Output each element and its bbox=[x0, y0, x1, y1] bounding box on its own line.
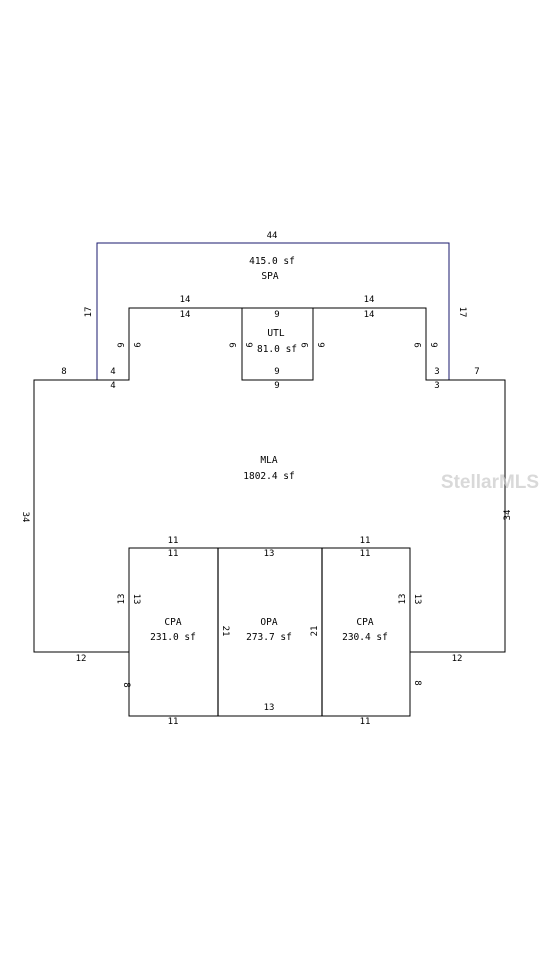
spa-outline bbox=[96, 242, 450, 380]
dim-cpa-left-side-inner: 13 bbox=[131, 594, 141, 605]
opa-area: 273.7 sf bbox=[246, 632, 292, 643]
dim-opa-right: 21 bbox=[310, 626, 320, 637]
dim-cpa-left-top-inner: 11 bbox=[168, 549, 179, 559]
spa-area: 415.0 sf bbox=[249, 256, 295, 267]
dim-cpa-left-side-outer: 13 bbox=[117, 594, 127, 605]
utl-area: 81.0 sf bbox=[257, 344, 297, 355]
dim-bottom-left: 12 bbox=[76, 654, 87, 664]
dim-spa-left: 17 bbox=[84, 307, 94, 318]
dim-cpa-left-top-outer: 11 bbox=[168, 536, 179, 546]
dim-mla-top-left: 14 bbox=[180, 310, 191, 320]
dim-utl-bottom-inner: 9 bbox=[274, 367, 279, 377]
utl-code: UTL bbox=[267, 328, 284, 339]
mla-code: MLA bbox=[260, 455, 277, 466]
dim-utl-left-outer: 9 bbox=[229, 342, 239, 347]
dim-utl-right-outer: 9 bbox=[315, 342, 325, 347]
dim-spa-inner-top-left: 14 bbox=[180, 295, 191, 305]
spa-code: SPA bbox=[261, 271, 278, 282]
dim-right-step-b: 3 bbox=[434, 381, 439, 391]
dim-left-step-a: 4 bbox=[110, 367, 115, 377]
dim-opa-top: 13 bbox=[264, 549, 275, 559]
dim-spa-right: 17 bbox=[457, 307, 467, 318]
dim-utl-left-inner: 9 bbox=[243, 342, 253, 347]
cpa-right-code: CPA bbox=[356, 617, 373, 628]
dim-spa-inner-top-right: 14 bbox=[364, 295, 375, 305]
cpa-right-area: 230.4 sf bbox=[342, 632, 388, 643]
dim-cpa-right-bottom: 11 bbox=[360, 717, 371, 727]
cpa-left-area: 231.0 sf bbox=[150, 632, 196, 643]
dim-step-right-outer: 9 bbox=[428, 342, 438, 347]
dim-spa-top: 44 bbox=[267, 231, 278, 241]
stellarmls-watermark: StellarMLS bbox=[441, 472, 539, 493]
dim-right-step-a: 3 bbox=[434, 367, 439, 377]
dim-mla-top-right: 14 bbox=[364, 310, 375, 320]
dim-utl-top: 9 bbox=[274, 310, 279, 320]
dim-bottom-right: 12 bbox=[452, 654, 463, 664]
dim-mla-right: 34 bbox=[503, 510, 513, 521]
opa-code: OPA bbox=[260, 617, 277, 628]
dim-left-top: 8 bbox=[61, 367, 66, 377]
dim-utl-bottom: 9 bbox=[274, 381, 279, 391]
dim-cpa-left-bottom: 11 bbox=[168, 717, 179, 727]
dim-opa-left: 21 bbox=[220, 626, 230, 637]
cpa-left-code: CPA bbox=[164, 617, 181, 628]
dim-left-step-b: 4 bbox=[110, 381, 115, 391]
dim-step-left-outer: 9 bbox=[117, 342, 127, 347]
porch-block bbox=[128, 547, 411, 717]
dim-cpa-right-side-outer: 13 bbox=[412, 594, 422, 605]
mla-area: 1802.4 sf bbox=[243, 471, 294, 482]
dim-cpa-right-top-inner: 11 bbox=[360, 549, 371, 559]
dim-cpa-right-top-outer: 11 bbox=[360, 536, 371, 546]
dim-opa-bottom-inner: 13 bbox=[264, 703, 275, 713]
dim-mla-left: 34 bbox=[20, 512, 30, 523]
dim-cpa-right-side-8: 8 bbox=[412, 680, 422, 685]
dim-step-left-inner: 9 bbox=[131, 342, 141, 347]
dim-cpa-left-side-8: 8 bbox=[121, 682, 131, 687]
utl-room bbox=[241, 307, 314, 381]
dim-utl-right-inner: 9 bbox=[301, 342, 311, 347]
dim-cpa-right-side-inner: 13 bbox=[398, 594, 408, 605]
dim-step-right-inner: 9 bbox=[414, 342, 424, 347]
dim-right-top: 7 bbox=[474, 367, 479, 377]
